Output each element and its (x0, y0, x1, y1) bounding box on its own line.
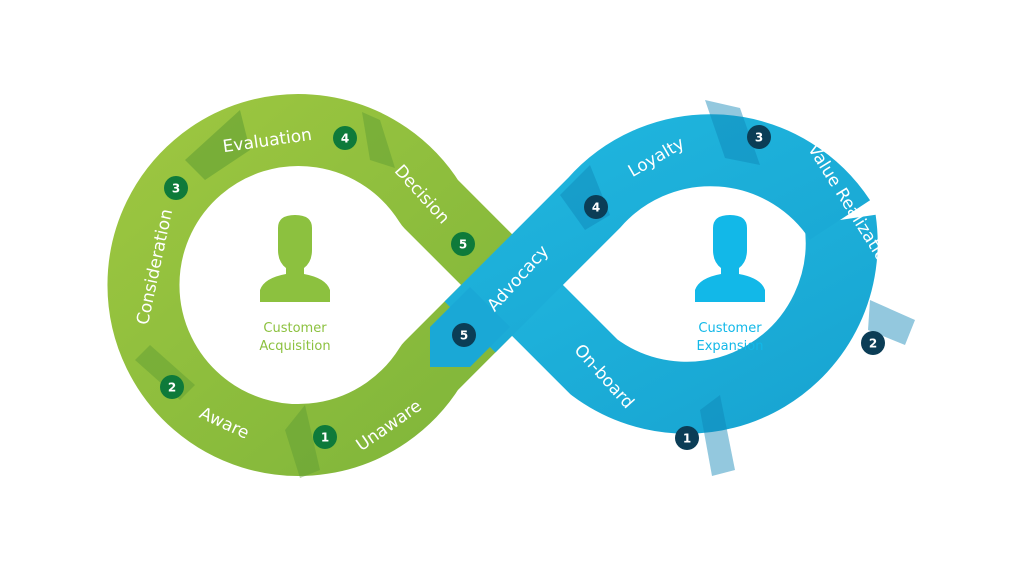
svg-text:2: 2 (869, 337, 877, 351)
right-loop-band (430, 100, 915, 476)
svg-text:1: 1 (321, 431, 329, 445)
stage-badge-consideration: 3 (164, 176, 188, 200)
green-band-path (107, 94, 538, 476)
stage-badge-advocacy: 5 (452, 323, 476, 347)
stage-badge-unaware: 1 (313, 425, 337, 449)
stage-badge-value-realization: 3 (747, 125, 771, 149)
green-fold-top (185, 110, 250, 180)
green-fold-unaware (285, 405, 320, 478)
svg-text:1: 1 (683, 432, 691, 446)
stage-badge-aware: 2 (160, 375, 184, 399)
acquisition-title-line2: Acquisition (259, 339, 330, 354)
stage-badge-on-board: 1 (675, 426, 699, 450)
green-fold-evaluation (362, 112, 395, 168)
svg-text:5: 5 (459, 238, 467, 252)
blue-fold-loyalty (705, 100, 760, 165)
stage-badge-adoption: 2 (861, 331, 885, 355)
blue-fold-adoption (700, 395, 735, 476)
acquisition-title-line1: Customer (263, 321, 327, 336)
stage-badge-evaluation: 4 (333, 126, 357, 150)
stage-badge-decision: 5 (451, 232, 475, 256)
expansion-title-line1: Customer (698, 321, 762, 336)
svg-text:4: 4 (592, 201, 600, 215)
customer-expansion-group: Customer Expansion (695, 215, 765, 354)
svg-text:3: 3 (172, 182, 180, 196)
svg-text:3: 3 (755, 131, 763, 145)
svg-text:5: 5 (460, 329, 468, 343)
blue-band-bottom-path (486, 214, 878, 434)
customer-acquisition-group: Customer Acquisition (259, 215, 331, 354)
person-icon-expansion (695, 215, 765, 302)
svg-text:2: 2 (168, 381, 176, 395)
blue-band-top-path (444, 114, 871, 353)
expansion-title-line2: Expansion (697, 339, 764, 354)
svg-text:4: 4 (341, 132, 349, 146)
person-icon-acquisition (260, 215, 330, 302)
stage-badge-loyalty: 4 (584, 195, 608, 219)
